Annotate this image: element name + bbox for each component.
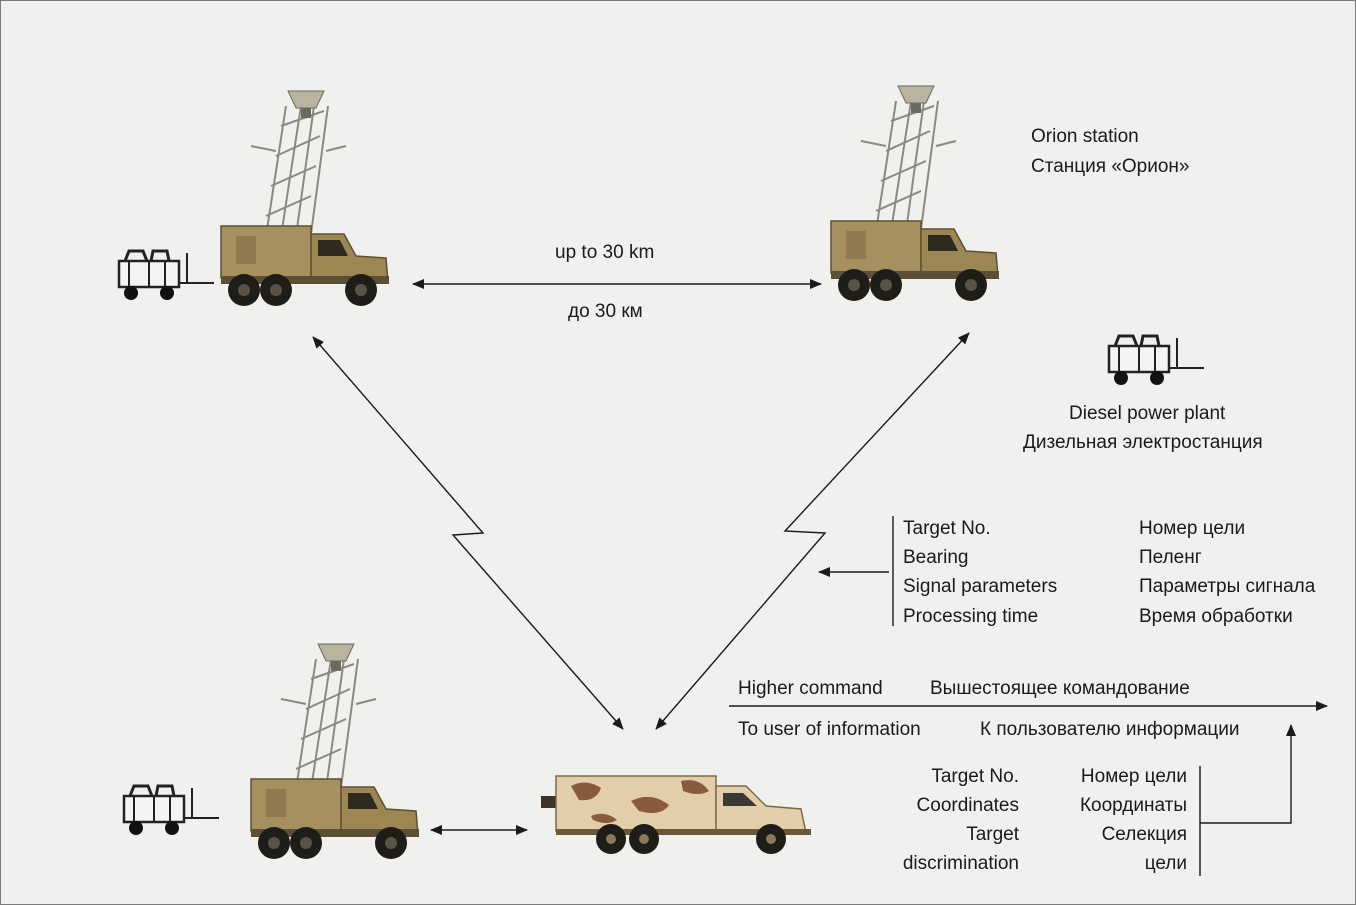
report-item-en-3: Processing time [903, 606, 1039, 627]
command-post-truck [541, 775, 811, 854]
report-item-en-1: Bearing [903, 547, 969, 568]
output-item-en-3: discrimination [902, 853, 1019, 874]
diesel-plant-en: Diesel power plant [1069, 403, 1226, 424]
station-truck-right [830, 85, 1000, 302]
output-item-en-0: Target No. [931, 766, 1019, 787]
report-item-ru-3: Время обработки [1139, 606, 1293, 627]
orion-station-en: Orion station [1031, 126, 1139, 147]
user-info-ru: К пользователю информации [980, 719, 1240, 740]
output-item-en-1: Coordinates [916, 795, 1019, 816]
higher-command-ru: Вышестоящее командование [930, 678, 1190, 699]
report-item-en-2: Signal parameters [903, 576, 1058, 597]
output-feed-arrow [1200, 724, 1296, 824]
orion-station-ru: Станция «Орион» [1031, 156, 1190, 177]
output-item-ru-2: Селекция [1101, 824, 1187, 845]
output-item-ru-0: Номер цели [1080, 766, 1187, 787]
user-info-en: To user of information [738, 719, 921, 740]
trailer-legend [1107, 334, 1206, 387]
report-item-en-0: Target No. [903, 518, 991, 539]
higher-command-en: Higher command [738, 678, 883, 699]
report-item-ru-2: Параметры сигнала [1139, 576, 1316, 597]
diesel-plant-ru: Дизельная электростанция [1023, 432, 1263, 453]
trailer-left [117, 249, 216, 302]
station-truck-left [220, 90, 390, 307]
station-truck-bottom [250, 643, 420, 860]
trailer-bottom [122, 784, 221, 837]
report-item-ru-0: Номер цели [1139, 518, 1246, 539]
distance-label-ru: до 30 км [568, 301, 643, 322]
report-item-ru-1: Пеленг [1139, 547, 1202, 568]
distance-label-en: up to 30 km [555, 242, 655, 263]
radio-link-left [312, 336, 624, 730]
output-item-ru-3: цели [1144, 853, 1187, 874]
output-item-ru-1: Координаты [1079, 795, 1187, 816]
radio-link-right [655, 332, 970, 730]
output-item-en-2: Target [966, 824, 1019, 845]
